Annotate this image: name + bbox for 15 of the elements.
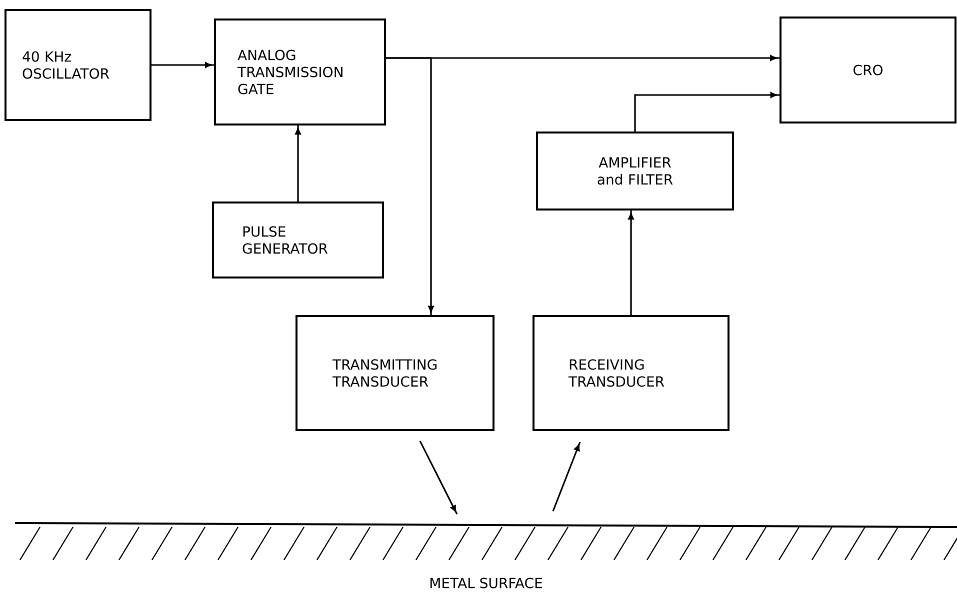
process-box: PULSE GENERATOR: [212, 202, 384, 278]
display-box: CRO: [780, 16, 957, 124]
transducer-box: RECEIVING TRANSDUCER: [532, 315, 730, 431]
transducer-box: TRANSMITTING TRANSDUCER: [296, 315, 494, 431]
arrow: [419, 440, 458, 515]
process-box: ANALOG TRANSMISSION GATE: [214, 18, 386, 126]
arrow: [628, 210, 634, 315]
arrow: [386, 57, 434, 315]
arrow: [552, 442, 581, 512]
surface-label: METAL SURFACE: [430, 578, 542, 588]
process-box: 40 KHz OSCILLATOR: [4, 9, 152, 121]
arrow: [634, 92, 780, 132]
arrow: [295, 126, 301, 202]
process-box: AMPLIFIER and FILTER: [536, 132, 734, 210]
arrow: [152, 62, 214, 68]
